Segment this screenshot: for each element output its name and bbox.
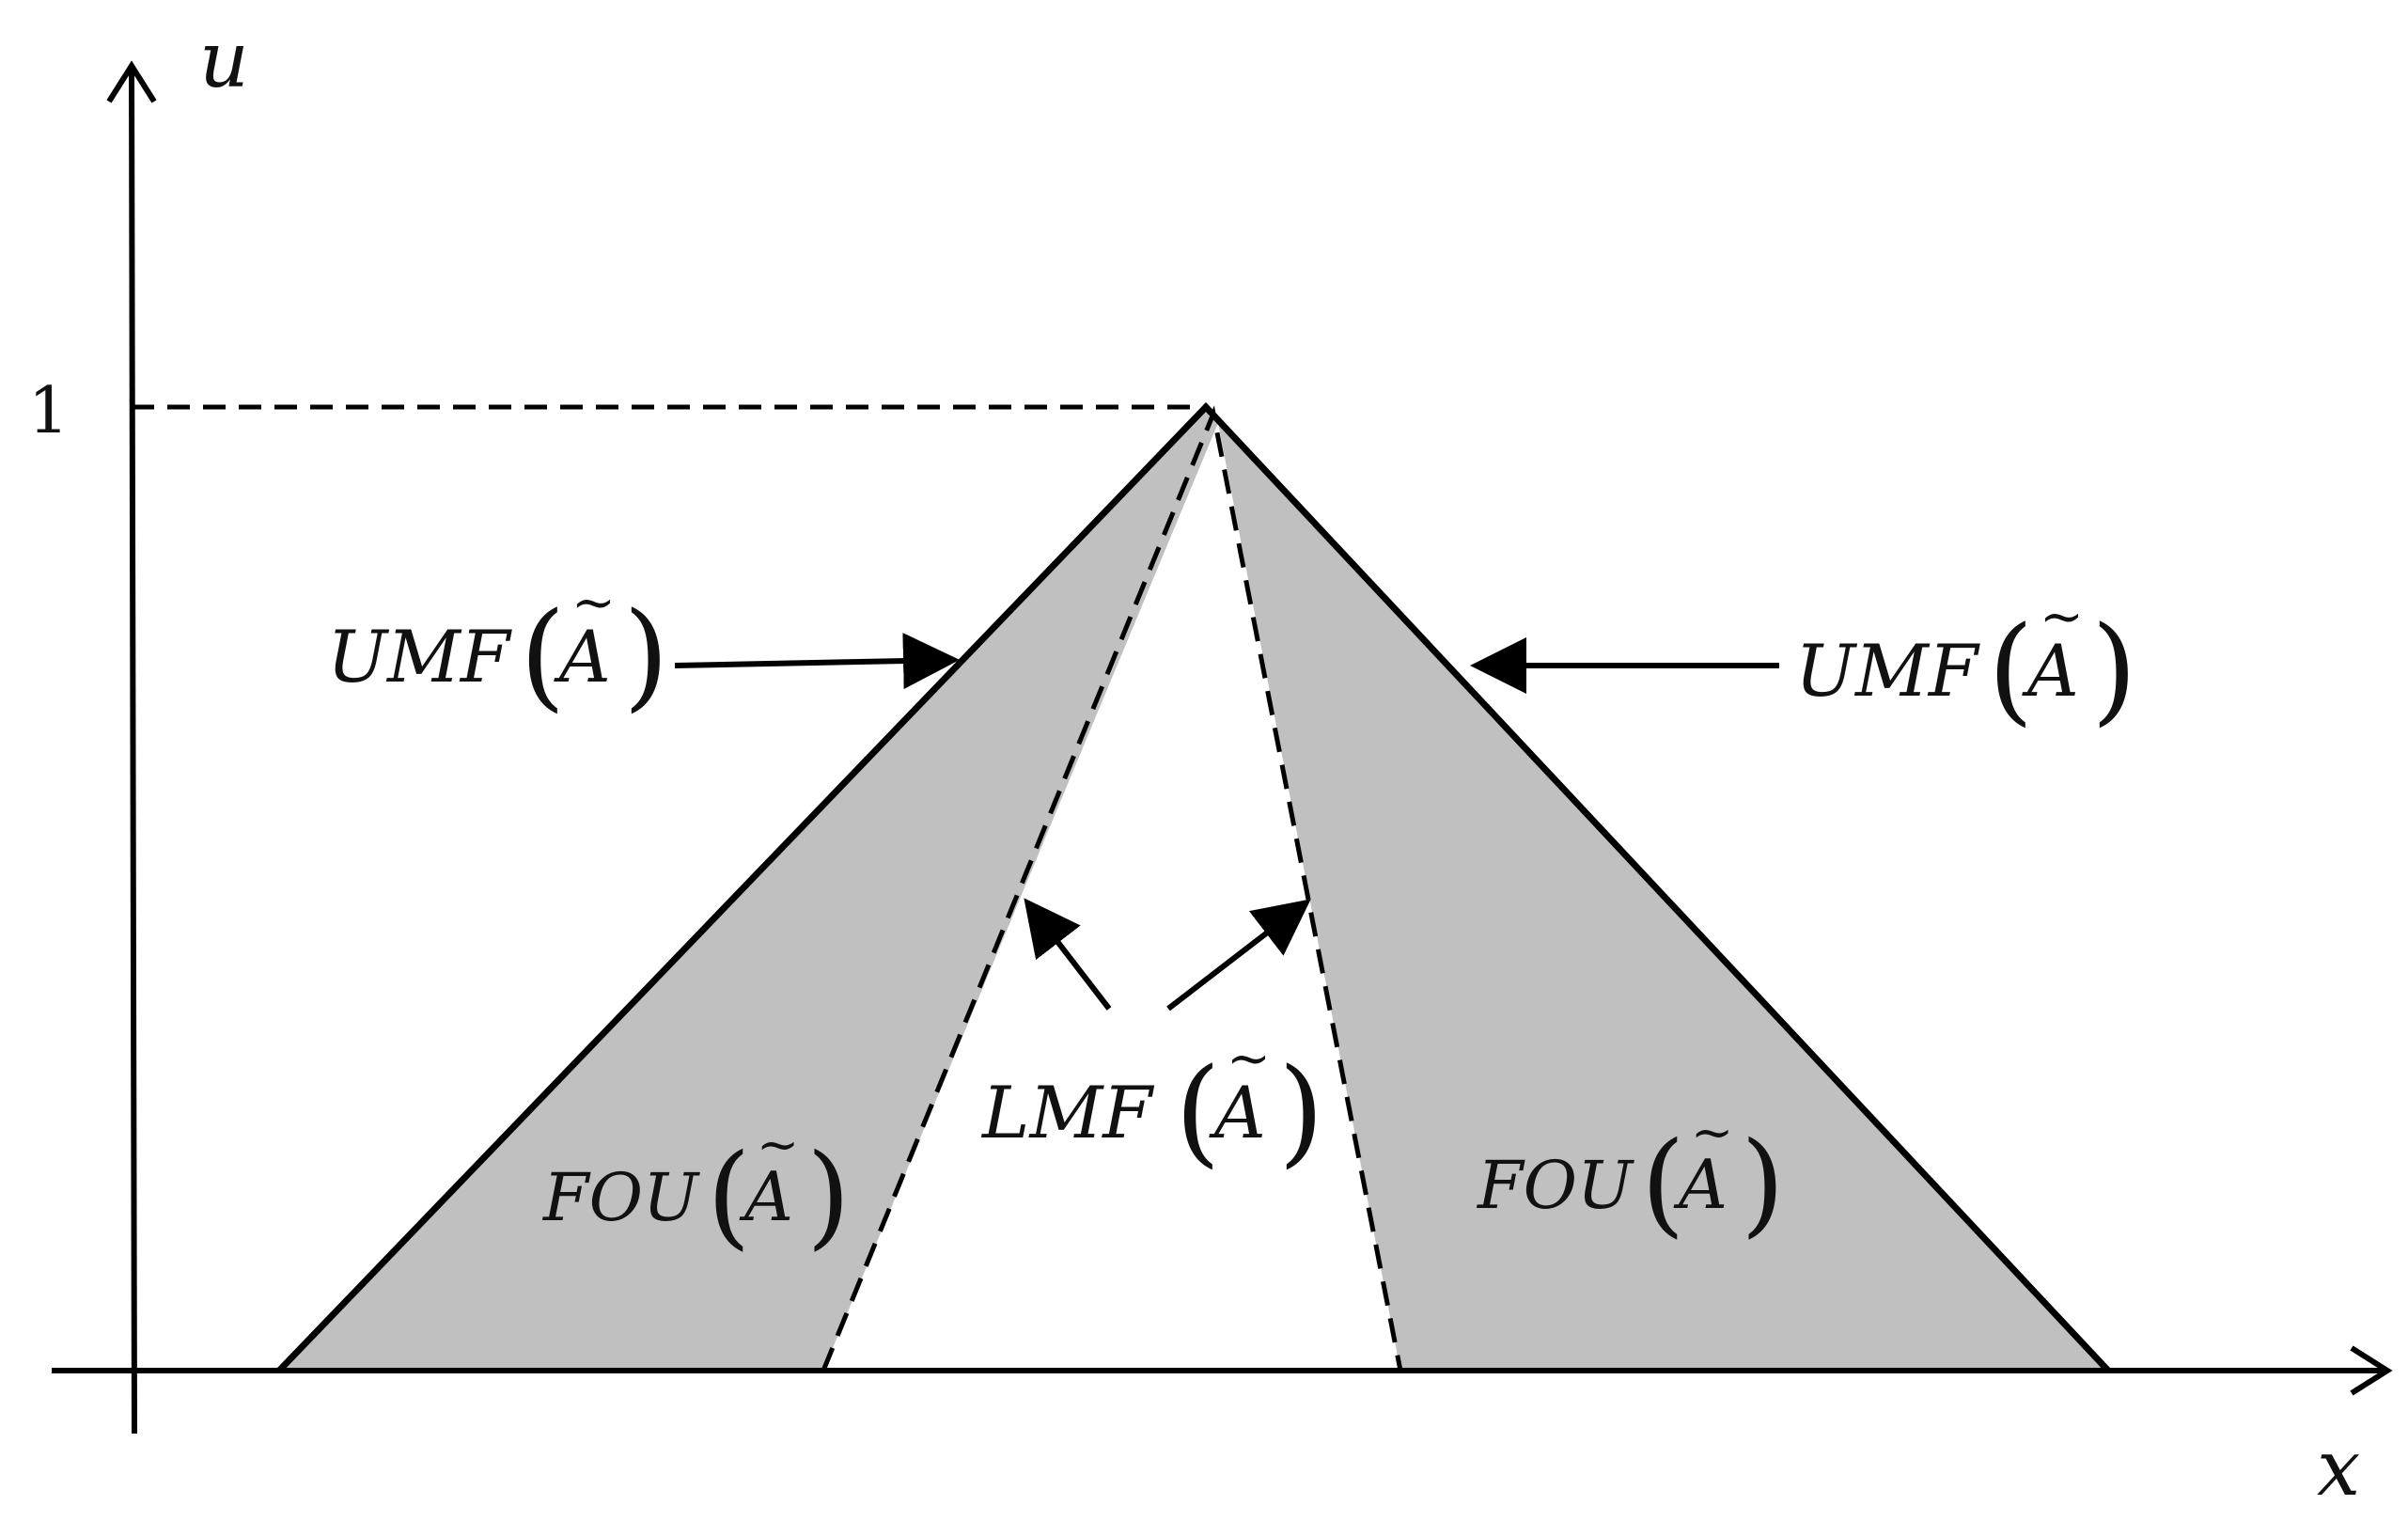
umf-right-close-paren: ) [2091,602,2137,738]
lmf-open-paren: ( [1175,1043,1221,1180]
umf-left-close-paren: ) [623,588,669,724]
y-axis [129,65,137,1435]
y-axis-arrowhead [106,60,157,103]
fou-right-tilde: ~ [1691,1103,1733,1162]
fou-right-open-paren: ( [1641,1119,1685,1249]
lmf-tilde: ~ [1227,1028,1271,1090]
fou-left-symbol: A [739,1157,793,1236]
fou-left-open-paren: ( [707,1131,751,1262]
x-axis-label: x [2317,1424,2360,1513]
fou-left-tilde: ~ [757,1115,799,1174]
fou-left-name: FOU [541,1159,700,1236]
fou-right-label: FOU ( ~ A ) [1476,1103,1785,1249]
lmf-name: LMF [980,1071,1154,1154]
y-tick-one: 1 [28,374,69,448]
lmf-label: LMF ( ~ A ) [980,1028,1324,1180]
y-axis-label: u [199,16,249,105]
umf-left-label: UMF ( ~ A ) [327,572,669,724]
lower-membership-function [821,405,1403,1372]
umf-left-symbol: A [554,615,611,698]
umf-right-label: UMF ( ~ A ) [1795,587,2137,738]
umf-left-arrow [674,633,960,690]
x-axis-arrowhead [2350,1345,2393,1396]
umf-right-open-paren: ( [1988,602,2034,738]
lmf-symbol: A [1209,1071,1266,1154]
umf-left-tilde: ~ [571,572,616,634]
lmf-right-arrow [1166,899,1311,1011]
fou-right-name: FOU [1476,1147,1634,1224]
upper-membership-function [276,401,2111,1373]
umf-right-name: UMF [1795,629,1980,713]
fou-right-symbol: A [1673,1145,1728,1224]
lmf-close-paren: ) [1278,1043,1324,1180]
umf-right-tilde: ~ [2040,587,2084,648]
fou-right-close-paren: ) [1741,1119,1785,1249]
umf-left-open-paren: ( [520,588,566,724]
lmf-left-arrow [1024,898,1112,1011]
fou-left-close-paren: ) [806,1131,851,1262]
umf-right-symbol: A [2022,629,2079,713]
fou-left-label: FOU ( ~ A ) [541,1115,851,1262]
umf-left-name: UMF [327,615,512,698]
